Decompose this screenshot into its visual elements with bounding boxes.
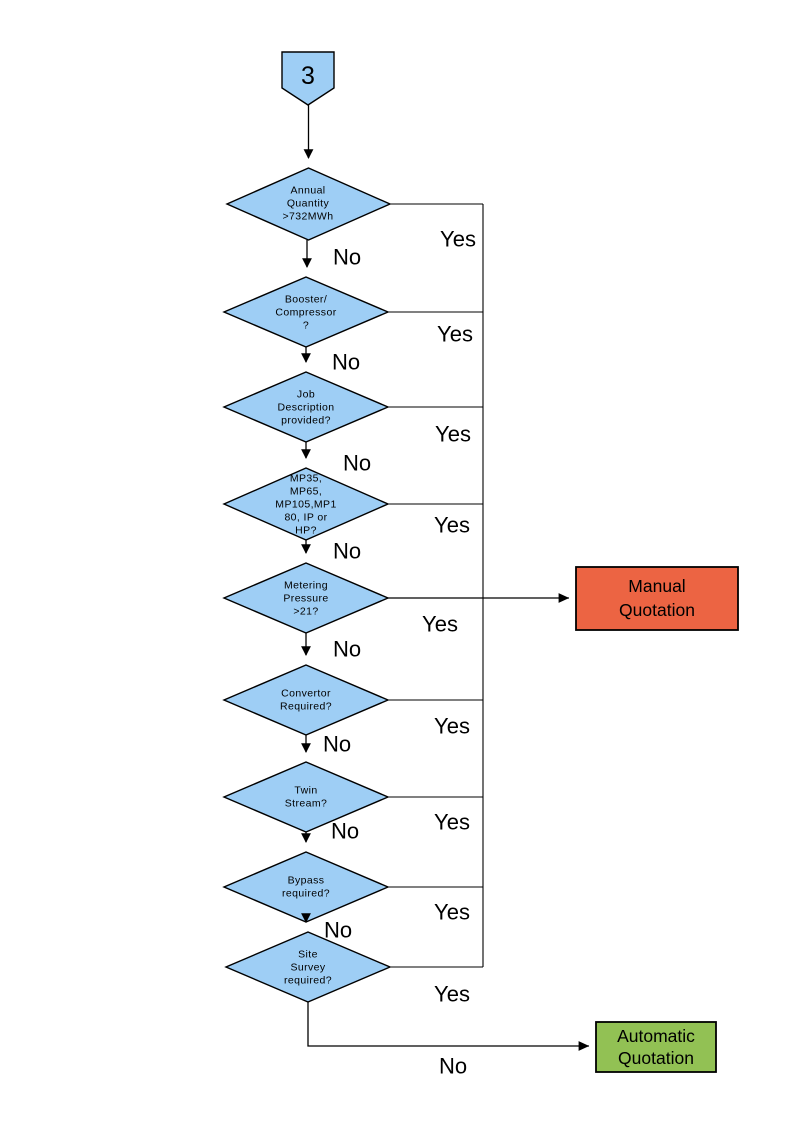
decision-convertor-required[interactable] [222,664,390,736]
decision-annual-quantity[interactable] [225,167,392,241]
decision-metering-pressure[interactable] [222,562,390,634]
terminal-automatic-quotation[interactable] [595,1021,717,1073]
decision-twin-stream[interactable] [222,761,390,833]
terminal-manual-quotation[interactable] [575,566,739,631]
decision-site-survey[interactable] [224,931,392,1003]
decision-booster-compressor[interactable] [222,276,390,348]
decision-mp-rating[interactable] [222,467,390,541]
decision-job-description[interactable] [222,371,390,443]
start-connector-3[interactable] [281,51,335,106]
connector-no-sitesurvey-to-automatic [307,1002,590,1051]
decision-bypass-required[interactable] [222,851,390,923]
